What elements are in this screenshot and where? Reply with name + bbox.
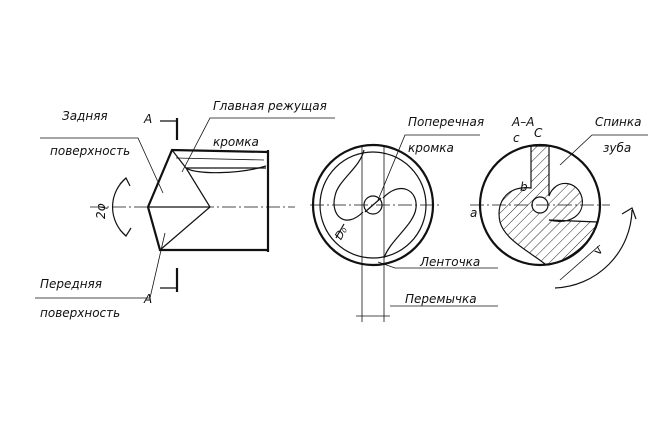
flute-curve — [185, 165, 267, 174]
leader-main-edge — [181, 117, 335, 173]
leader-cross-edge — [377, 134, 480, 201]
label-tooth-back-1: Спинка — [595, 115, 641, 129]
drill-side-view — [35, 117, 335, 299]
label-cross-edge-2: кромка — [408, 141, 454, 155]
label-point-a: a — [470, 206, 477, 220]
margin-line — [175, 157, 265, 161]
label-land: Ленточка — [419, 255, 480, 269]
label-main-edge-2: кромка — [213, 135, 259, 149]
angle-arrow-bottom — [119, 227, 132, 237]
angle-arrow-top — [119, 176, 131, 187]
leader-back-surface — [40, 137, 164, 194]
label-rotation: v — [590, 243, 606, 257]
leader-tooth-back — [559, 134, 648, 166]
label-tooth-back-2: зуба — [603, 141, 631, 155]
leader-land — [377, 261, 498, 269]
label-front-surface-2: поверхность — [40, 306, 120, 320]
label-web: Перемычка — [405, 292, 477, 306]
label-section-title: A–A — [511, 115, 534, 129]
label-point-c2: C — [534, 126, 543, 140]
label-d0: D₀ — [332, 224, 350, 242]
label-cross-edge-1: Поперечная — [408, 115, 484, 129]
rotation-arrow — [621, 207, 637, 220]
label-section-a-bottom: A — [143, 292, 152, 306]
drill-lower-edge — [146, 206, 268, 252]
label-section-a-top: A — [143, 112, 152, 126]
rotation-guide — [559, 244, 601, 281]
section-aa-view — [470, 134, 648, 289]
leader-front-surface — [35, 232, 166, 299]
label-back-surface-1: Задняя — [62, 109, 108, 123]
label-angle: 2φ — [94, 203, 108, 219]
label-point-c1: c — [513, 131, 520, 145]
d0-marker — [335, 223, 345, 239]
flute-edge — [159, 167, 211, 251]
label-back-surface-2: поверхность — [50, 144, 130, 158]
label-point-b: b — [520, 180, 528, 194]
label-front-surface-1: Передняя — [40, 277, 102, 291]
flute-left — [333, 149, 365, 221]
label-main-edge-1: Главная режущая — [213, 99, 327, 113]
rotation-arc — [554, 209, 633, 289]
drill-end-view — [310, 134, 498, 322]
flute-right — [382, 187, 417, 259]
